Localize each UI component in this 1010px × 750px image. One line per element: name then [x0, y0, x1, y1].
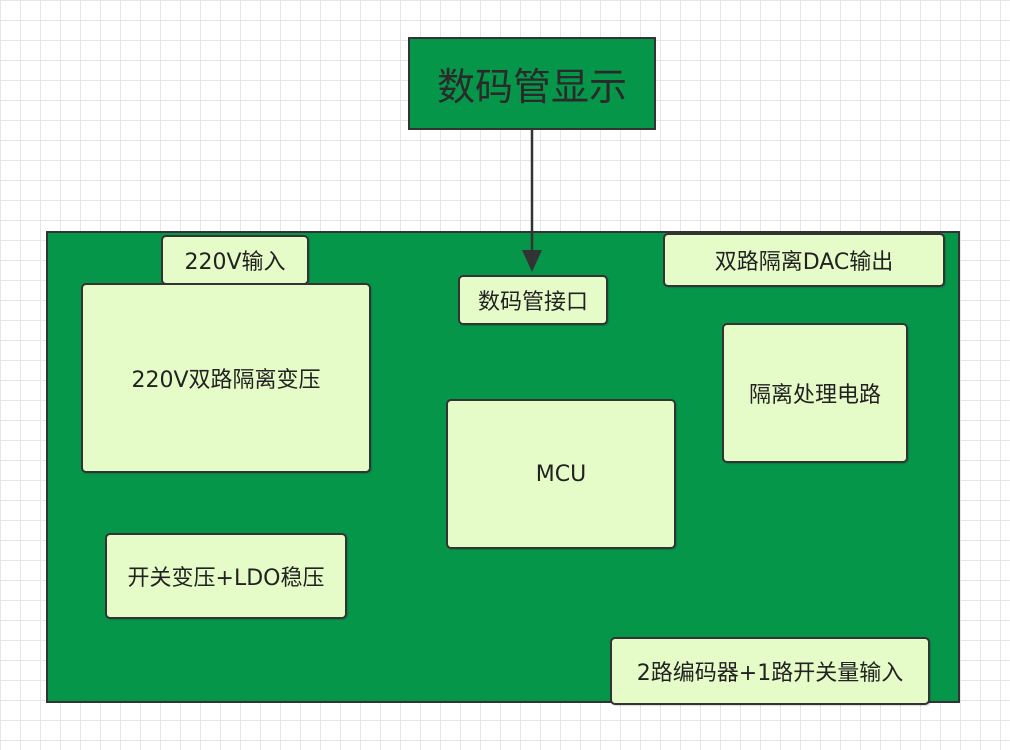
switch-ldo-block[interactable]: 开关变压+LDO稳压 — [105, 533, 347, 619]
display-block[interactable]: 数码管显示 — [408, 37, 656, 130]
board-container[interactable]: 220V输入 220V双路隔离变压 开关变压+LDO稳压 数码管接口 MCU 双… — [46, 231, 960, 705]
transformer-block[interactable]: 220V双路隔离变压 — [81, 283, 371, 473]
display-interface-block[interactable]: 数码管接口 — [458, 275, 608, 325]
power-input-block[interactable]: 220V输入 — [161, 235, 309, 285]
mcu-block[interactable]: MCU — [446, 399, 676, 549]
encoder-input-block[interactable]: 2路编码器+1路开关量输入 — [610, 637, 930, 705]
isolation-circuit-block[interactable]: 隔离处理电路 — [722, 323, 908, 463]
dac-output-block[interactable]: 双路隔离DAC输出 — [663, 233, 945, 287]
